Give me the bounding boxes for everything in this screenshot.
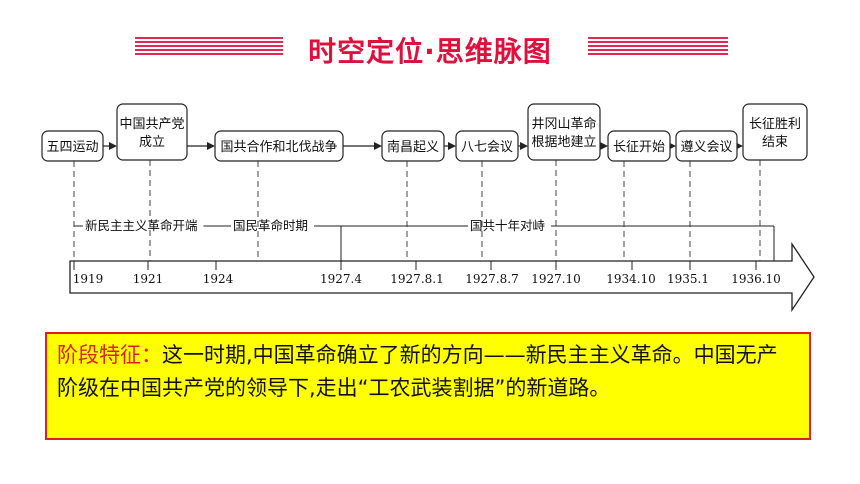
- event-box: [381, 130, 445, 162]
- event-box: [607, 130, 671, 162]
- title-decoration: [135, 37, 728, 55]
- header: 时空定位·思维脉图: [0, 0, 860, 80]
- event-label: 南昌起义: [387, 139, 439, 155]
- event-box: [675, 130, 738, 162]
- event-label: 遵义会议: [680, 139, 732, 155]
- event-label: 根据地建立: [531, 135, 596, 150]
- year-label: 1927.4: [320, 272, 362, 286]
- event-arrow-head: [109, 142, 117, 150]
- stage-feature-text: 这一时期,中国革命确立了新的方向——新民主主义革命。中国无产阶级在中国共产党的领…: [57, 343, 778, 400]
- event-label: 八七会议: [461, 140, 513, 155]
- period-label: 国共十年对峙: [470, 218, 546, 233]
- year-label: 1919: [73, 272, 104, 286]
- event-box: [116, 103, 188, 161]
- period-label: 新民主主义革命开端: [85, 218, 198, 233]
- event-arrow-head: [520, 142, 528, 150]
- year-label: 1936.10: [731, 272, 781, 286]
- page-title: 时空定位·思维脉图: [308, 35, 552, 68]
- event-box: [41, 130, 104, 162]
- event-arrow-head: [600, 142, 608, 150]
- year-label: 1927.10: [531, 272, 581, 286]
- event-label: 井冈山革命: [531, 116, 596, 132]
- year-label: 1921: [133, 272, 164, 286]
- event-arrow-head: [448, 142, 456, 150]
- event-label: 五四运动: [46, 140, 98, 155]
- event-label: 长征开始: [613, 140, 665, 155]
- period-label: 国民革命时期: [233, 218, 308, 233]
- year-label: 1927.8.7: [465, 272, 518, 286]
- event-box: [527, 103, 601, 161]
- stage-feature-box: 阶段特征：这一时期,中国革命确立了新的方向——新民主主义革命。中国无产阶级在中国…: [45, 332, 811, 440]
- event-arrow-head: [207, 142, 215, 150]
- event-label: 结束: [762, 135, 788, 150]
- year-label: 1935.1: [667, 272, 709, 286]
- event-box: [742, 103, 808, 161]
- event-label: 国共合作和北伐战争: [220, 140, 337, 155]
- event-label: 长征胜利: [749, 117, 801, 132]
- year-label: 1927.8.1: [390, 272, 443, 286]
- event-arrow-head: [374, 142, 382, 150]
- event-label: 成立: [139, 135, 165, 150]
- year-label: 1934.10: [606, 272, 656, 286]
- event-label: 中国共产党: [119, 117, 184, 132]
- event-box: [214, 130, 344, 162]
- stage-feature-label: 阶段特征：: [57, 343, 162, 367]
- year-label: 1924: [203, 272, 234, 286]
- event-box: [455, 130, 519, 162]
- timeline-arrow: [69, 241, 815, 313]
